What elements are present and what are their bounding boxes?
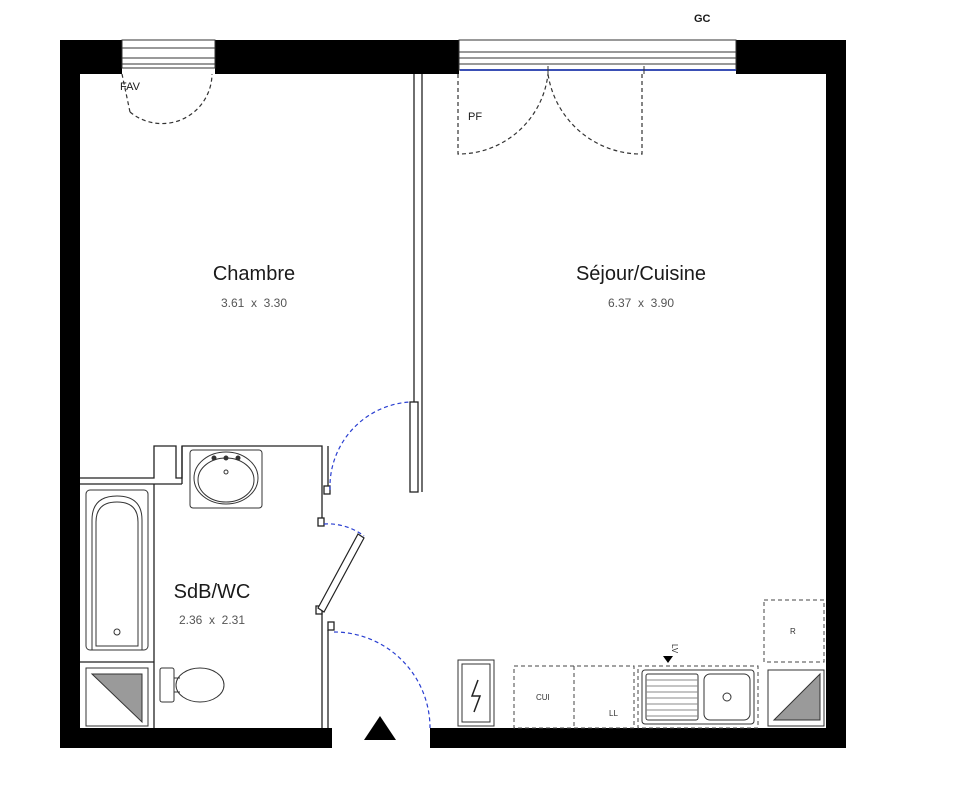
sink — [641, 669, 755, 725]
label-fav: FAV — [120, 81, 141, 93]
label-lv: LV — [670, 644, 679, 654]
wall-bottom-left — [60, 728, 332, 748]
kitchen-counter — [513, 599, 825, 729]
label-ll: LL — [609, 709, 618, 718]
corner-unit-bathroom — [85, 667, 149, 727]
washbasin — [189, 449, 263, 509]
label-gc: GC — [694, 13, 711, 25]
wall-top-middle — [215, 40, 459, 74]
electric-panel — [457, 659, 495, 727]
label-cui: CUI — [536, 693, 550, 702]
room-dims-chambre: 3.61 x 3.30 — [221, 296, 287, 310]
door-swings — [121, 73, 643, 729]
interior-partitions — [80, 74, 423, 728]
room-name-sdb-wc: SdB/WC — [174, 581, 251, 603]
window-bedroom — [121, 39, 216, 69]
toilet — [159, 667, 225, 703]
window-living — [458, 39, 737, 74]
entrance-arrow-icon — [364, 716, 396, 740]
exterior-walls — [60, 40, 846, 748]
wall-right — [826, 40, 846, 748]
lv-marker-icon — [663, 656, 673, 663]
room-dims-sdb-wc: 2.36 x 2.31 — [179, 613, 245, 627]
room-name-sejour-cuisine: Séjour/Cuisine — [576, 263, 706, 285]
wall-bottom-right — [430, 728, 846, 748]
label-pf: PF — [468, 111, 482, 123]
bathtub — [85, 489, 149, 651]
wall-left — [60, 40, 80, 748]
bathroom-door-leaf — [317, 533, 365, 613]
corner-unit-kitchen — [767, 669, 825, 727]
room-name-chambre: Chambre — [213, 263, 295, 285]
label-r: R — [790, 627, 796, 636]
room-dims-sejour-cuisine: 6.37 x 3.90 — [608, 296, 674, 310]
